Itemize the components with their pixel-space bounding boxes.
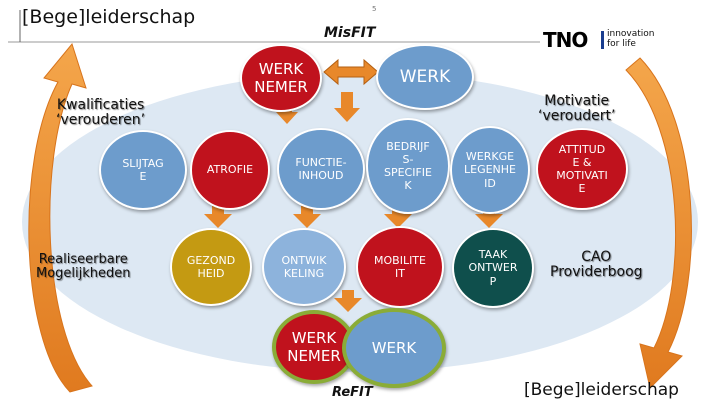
- mobiliteit-label: MOBILITE IT: [374, 253, 426, 280]
- down-arrow-2: [293, 206, 321, 228]
- down-arrow-top-left: [276, 100, 298, 124]
- atrofie-label: ATROFIE: [206, 163, 254, 177]
- werkgelegenheid-label: WERKGE LEGENHE ID: [463, 150, 516, 190]
- left-curved-arrow: [28, 42, 93, 393]
- logo-divider: [601, 31, 604, 49]
- atrofie-circle: ATROFIE: [190, 130, 270, 210]
- down-arrow-bottom: [334, 290, 362, 312]
- functie-label: FUNCTIE- INHOUD: [295, 155, 347, 182]
- taakontwerp-label: TAAK ONTWER P: [468, 248, 518, 288]
- slijtage-circle: SLIJTAG E: [99, 130, 187, 210]
- gezondheid-circle: GEZOND HEID: [170, 228, 252, 306]
- down-arrow-1: [204, 206, 232, 228]
- tno-logo: TNO innovation for life: [543, 28, 693, 52]
- kwalificaties-label: Kwalificaties ‘verouderen’: [56, 97, 146, 128]
- down-arrow-3: [384, 206, 412, 228]
- right-curved-arrow: [625, 57, 692, 389]
- gezondheid-label: GEZOND HEID: [186, 253, 236, 280]
- refit-title: ReFIT: [332, 385, 373, 400]
- ontwikkeling-circle: ONTWIK KELING: [262, 228, 346, 306]
- werkgelegenheid-circle: WERKGE LEGENHE ID: [450, 126, 530, 214]
- functie-circle: FUNCTIE- INHOUD: [277, 128, 365, 210]
- attitude-label: ATTITUD E & MOTIVATI E: [556, 142, 608, 196]
- title-leiderschap-bottom: [Bege]leiderschap: [524, 380, 679, 400]
- werk-bottom-circle: WERK: [342, 308, 446, 388]
- werk-circle: WERK: [376, 44, 474, 110]
- taakontwerp-circle: TAAK ONTWER P: [452, 228, 534, 308]
- bedrijfsspecifiek-circle: BEDRIJF S- SPECIFIE K: [366, 118, 450, 214]
- tno-tagline-2: for life: [607, 39, 636, 49]
- werknemer-circle: WERK NEMER: [240, 44, 322, 112]
- slide-number: 5: [372, 5, 377, 13]
- mobiliteit-circle: MOBILITE IT: [356, 226, 444, 308]
- werknemer-bottom-label: WERK NEMER: [287, 329, 341, 365]
- motivatie-label: Motivatie ‘veroudert’: [538, 93, 616, 124]
- down-arrow-4: [475, 206, 503, 228]
- slijtage-label: SLIJTAG E: [122, 156, 164, 183]
- cao-label: CAO Providerboog: [550, 249, 643, 280]
- werk-bottom-label: WERK: [371, 339, 417, 357]
- tno-brand: TNO: [543, 28, 588, 52]
- werknemer-label: WERK NEMER: [254, 60, 308, 96]
- down-arrow-top-right: [334, 92, 360, 122]
- title-leiderschap: [Bege]leiderschap: [22, 6, 196, 28]
- attitude-circle: ATTITUD E & MOTIVATI E: [536, 128, 628, 210]
- tno-tagline-1: innovation: [607, 29, 655, 39]
- ontwikkeling-label: ONTWIK KELING: [281, 253, 327, 280]
- misfit-title: MisFIT: [324, 25, 376, 41]
- realiseerbare-label: Realiseerbare Mogelijkheden: [36, 252, 131, 281]
- bedrijfsspecifiek-label: BEDRIJF S- SPECIFIE K: [383, 139, 432, 193]
- werk-label: WERK: [399, 66, 451, 87]
